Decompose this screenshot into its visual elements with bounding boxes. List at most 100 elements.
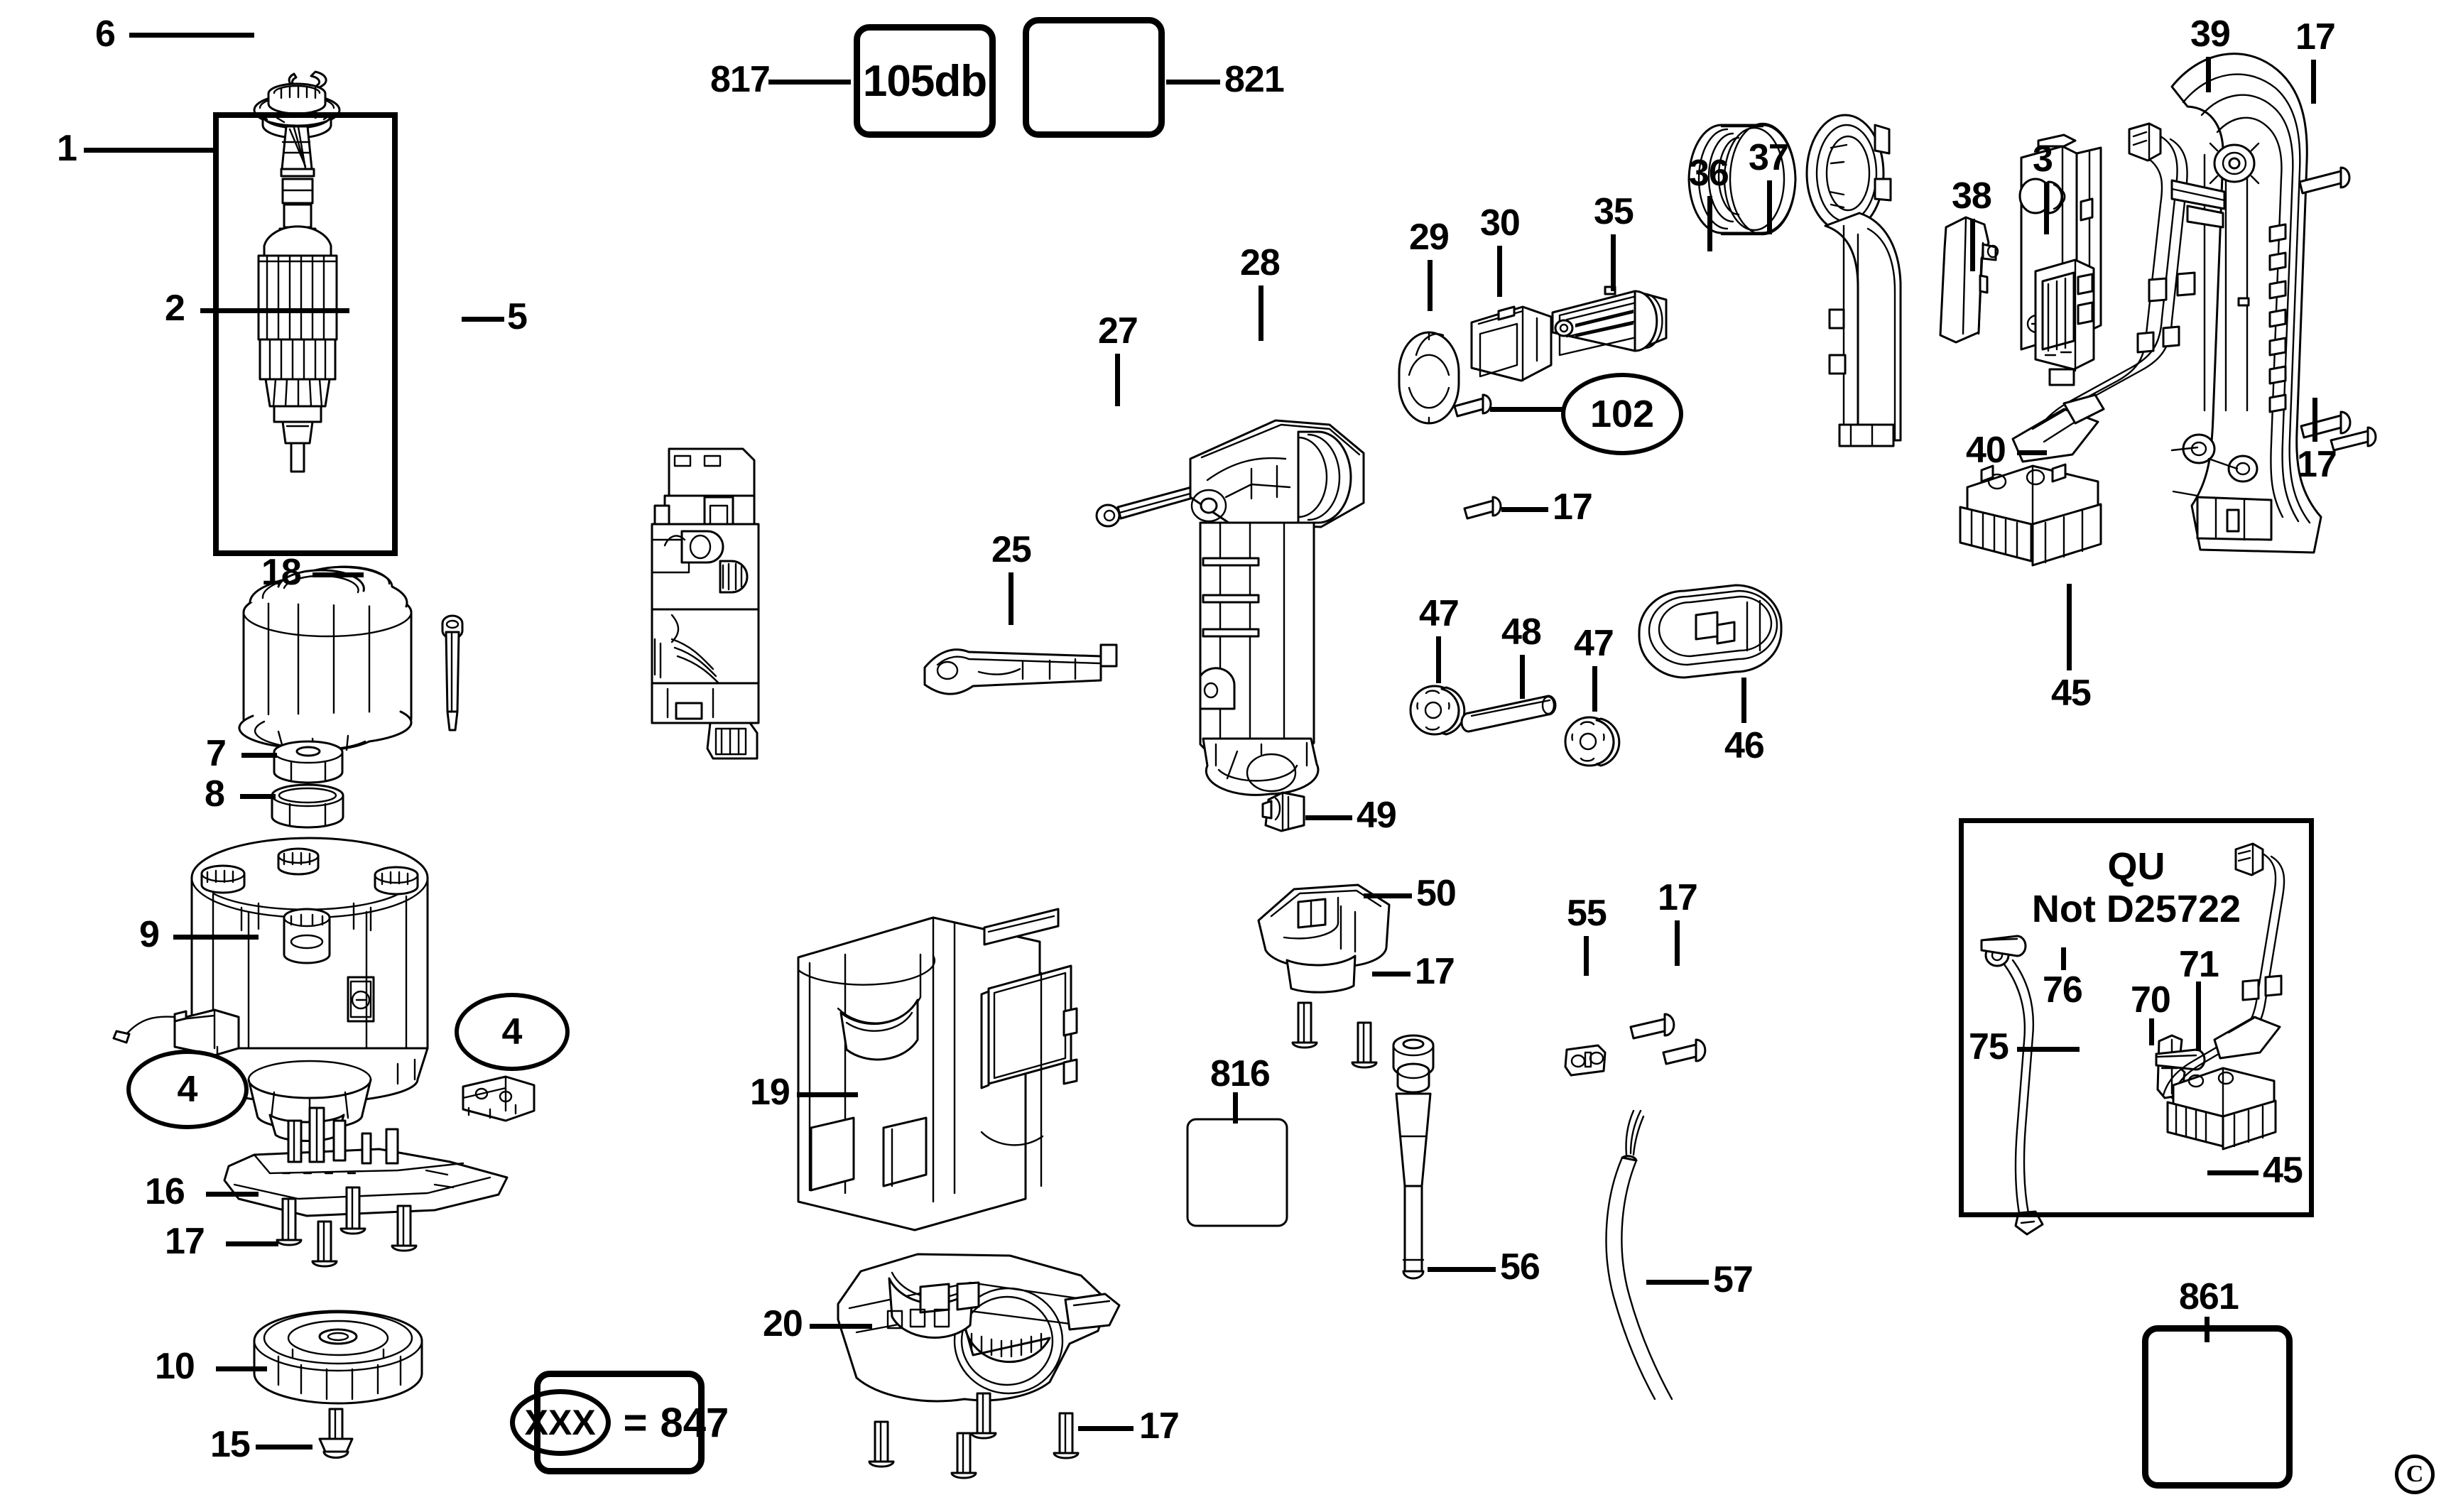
leader-76 bbox=[2061, 947, 2066, 970]
part-8-artwork bbox=[271, 783, 344, 829]
leader-40 bbox=[2017, 450, 2047, 455]
callout-821: 821 bbox=[1224, 59, 1285, 100]
callout-20: 20 bbox=[763, 1303, 803, 1344]
leader-816 bbox=[1233, 1092, 1238, 1124]
callout-49: 49 bbox=[1357, 795, 1397, 836]
legend-box-847: XXX = 847 bbox=[509, 1371, 729, 1474]
part-5-artwork bbox=[441, 614, 464, 731]
leader-56 bbox=[1428, 1267, 1496, 1272]
leader-25 bbox=[1009, 572, 1013, 625]
part-816-artwork bbox=[1186, 1118, 1288, 1227]
inset-qu-title: QU Not D25722 bbox=[1959, 845, 2314, 931]
part-17-group-near55 bbox=[1629, 1013, 1707, 1065]
callout-55: 55 bbox=[1567, 893, 1607, 934]
part-17-group-right-bottom bbox=[2300, 410, 2377, 452]
leader-1 bbox=[84, 148, 213, 153]
inset-title-line1: QU bbox=[2107, 845, 2165, 888]
bubble-102-text: 102 bbox=[1589, 393, 1655, 435]
callout-56: 56 bbox=[1500, 1246, 1540, 1288]
leader-70 bbox=[2149, 1018, 2154, 1045]
bubble-callout-4-right: 4 bbox=[455, 993, 570, 1071]
part-29-artwork bbox=[1398, 331, 1460, 425]
callout-45-inset: 45 bbox=[2263, 1150, 2303, 1191]
callout-57: 57 bbox=[1713, 1259, 1754, 1300]
callout-17-mid: 17 bbox=[1553, 486, 1593, 528]
callout-27: 27 bbox=[1098, 310, 1138, 352]
callout-17-top-right: 17 bbox=[2295, 16, 2336, 58]
leader-48 bbox=[1520, 655, 1525, 699]
callout-816: 816 bbox=[1210, 1053, 1271, 1094]
part-17-group-below50 bbox=[1291, 1001, 1378, 1069]
callout-28: 28 bbox=[1240, 242, 1281, 283]
callout-2: 2 bbox=[165, 288, 185, 329]
part-46-artwork bbox=[1638, 584, 1783, 679]
leader-102 bbox=[1490, 407, 1564, 412]
bubble-4-left-text: 4 bbox=[177, 1069, 198, 1110]
callout-46: 46 bbox=[1724, 725, 1765, 766]
inset-artwork bbox=[1980, 842, 2285, 1236]
callout-35: 35 bbox=[1594, 191, 1634, 232]
callout-76: 76 bbox=[2043, 969, 2083, 1011]
part-17-single-mid2 bbox=[1463, 496, 1502, 520]
leader-821 bbox=[1166, 80, 1220, 85]
callout-48: 48 bbox=[1501, 611, 1542, 653]
callout-40: 40 bbox=[1966, 430, 2006, 471]
leader-6 bbox=[129, 33, 254, 38]
callout-38: 38 bbox=[1952, 175, 1992, 217]
leader-2 bbox=[200, 308, 349, 313]
part-50-artwork bbox=[1257, 883, 1391, 994]
callout-17-below50: 17 bbox=[1415, 951, 1455, 992]
leader-17-top-right bbox=[2311, 60, 2316, 104]
part-4b-artwork bbox=[462, 1075, 536, 1122]
leader-17-right-lower bbox=[2312, 398, 2317, 442]
callout-8: 8 bbox=[205, 773, 225, 815]
part-1-artwork bbox=[253, 82, 341, 473]
callout-17-right-lower: 17 bbox=[2297, 444, 2337, 485]
part-10-artwork bbox=[253, 1310, 423, 1405]
callout-17-near55: 17 bbox=[1658, 877, 1698, 918]
callout-19: 19 bbox=[750, 1072, 790, 1113]
part-20-artwork bbox=[837, 1253, 1121, 1403]
callout-7: 7 bbox=[206, 733, 227, 774]
leader-30 bbox=[1497, 246, 1502, 297]
callout-9: 9 bbox=[139, 914, 160, 955]
bubble-4-right-text: 4 bbox=[501, 1011, 523, 1053]
callout-37: 37 bbox=[1749, 137, 1789, 178]
leader-75 bbox=[2017, 1047, 2080, 1052]
callout-47-b: 47 bbox=[1574, 623, 1614, 664]
callout-75: 75 bbox=[1969, 1026, 2009, 1067]
part-47a-artwork bbox=[1409, 685, 1466, 736]
callout-5: 5 bbox=[507, 296, 528, 337]
leader-39 bbox=[2206, 57, 2211, 92]
leader-38 bbox=[1970, 219, 1975, 271]
leader-28 bbox=[1259, 285, 1263, 341]
inset-title-line2: Not D25722 bbox=[2031, 888, 2241, 931]
part-19-artwork bbox=[797, 908, 1078, 1231]
callout-6: 6 bbox=[95, 13, 116, 55]
leader-57 bbox=[1646, 1280, 1709, 1285]
callout-30: 30 bbox=[1480, 202, 1521, 244]
legend-oval: XXX bbox=[509, 1389, 611, 1456]
inset-qu-frame bbox=[1959, 818, 2314, 1217]
callout-25: 25 bbox=[991, 529, 1032, 570]
leader-71 bbox=[2196, 981, 2201, 1051]
callout-70: 70 bbox=[2131, 979, 2171, 1021]
part-17-group-right-top bbox=[2298, 166, 2351, 195]
part-39-artwork bbox=[2170, 53, 2322, 554]
part-47b-artwork bbox=[1564, 716, 1621, 767]
leader-47-b bbox=[1592, 666, 1597, 712]
part-1-frame bbox=[213, 112, 398, 556]
symbol-box-861 bbox=[2142, 1325, 2293, 1489]
leader-17-below50 bbox=[1372, 972, 1410, 977]
part-35-artwork bbox=[1551, 285, 1668, 357]
symbol-box-817: 105db bbox=[854, 24, 996, 138]
part-37-artwork bbox=[1805, 114, 1902, 447]
leader-817 bbox=[768, 80, 851, 85]
leader-5 bbox=[462, 317, 504, 322]
callout-15: 15 bbox=[210, 1424, 251, 1465]
leader-17-near55 bbox=[1675, 920, 1680, 966]
leader-20 bbox=[810, 1324, 872, 1329]
callout-71: 71 bbox=[2179, 944, 2219, 985]
callout-47-a: 47 bbox=[1419, 593, 1460, 634]
